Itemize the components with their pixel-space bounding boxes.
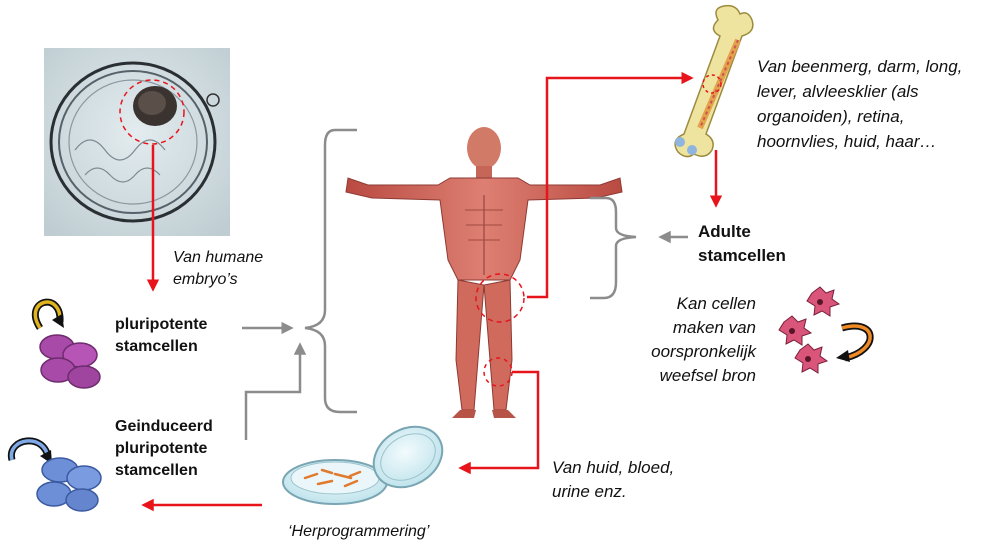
right-brace (590, 198, 636, 298)
blastocyst-image (44, 48, 230, 236)
adult-capacity-line-2: maken van (640, 316, 756, 340)
ips-sources-label: Van huid, bloed, urine enz. (552, 456, 674, 504)
adult-capacity-line-3: oorspronkelijk (640, 340, 756, 364)
embryo-source-line-1: Van humane (173, 247, 263, 269)
embryo-source-line-2: embryo’s (173, 269, 263, 291)
human-muscle-anatomy-figure (346, 127, 622, 418)
ips-sources-line-2: urine enz. (552, 480, 674, 504)
adult-capacity-line-4: weefsel bron (640, 364, 756, 388)
adult-stemcells-label: Adulte stamcellen (698, 220, 786, 268)
pluripotent-line-1: pluripotente (115, 314, 207, 336)
pluripotent-line-2: stamcellen (115, 336, 207, 358)
left-brace (305, 130, 357, 412)
adult-sources-line-4: hoornvlies, huid, haar… (757, 129, 962, 154)
adult-sources-line-1: Van beenmerg, darm, long, (757, 54, 962, 79)
adult-sources-label: Van beenmerg, darm, long, lever, alvlees… (757, 54, 962, 154)
adult-stemcells-line-2: stamcellen (698, 244, 786, 268)
induced-pluripotent-line-1: Geinduceerd (115, 416, 213, 438)
adult-sources-line-3: organoiden), retina, (757, 104, 962, 129)
petri-dish-icon (283, 415, 453, 504)
induced-pluripotent-line-3: stamcellen (115, 460, 213, 482)
adult-capacity-label: Kan cellen maken van oorspronkelijk weef… (640, 292, 756, 388)
ips-sources-line-1: Van huid, bloed, (552, 456, 674, 480)
induced-pluripotent-line-2: pluripotente (115, 438, 213, 460)
reprogramming-label: ‘Herprogrammering’ (288, 521, 429, 543)
blue-cell-cluster-icon (11, 441, 101, 511)
adult-sources-line-2: lever, alvleesklier (als (757, 79, 962, 104)
adult-capacity-line-1: Kan cellen (640, 292, 756, 316)
purple-cell-cluster-icon (35, 302, 100, 388)
embryo-source-label: Van humane embryo’s (173, 247, 263, 291)
ips-to-body-arrow (246, 346, 300, 440)
pluripotent-label: pluripotente stamcellen (115, 314, 207, 358)
induced-pluripotent-label: Geinduceerd pluripotente stamcellen (115, 416, 213, 482)
pink-cell-group-icon (779, 287, 870, 373)
adult-stemcells-line-1: Adulte (698, 220, 786, 244)
femur-bone-icon (675, 6, 753, 157)
